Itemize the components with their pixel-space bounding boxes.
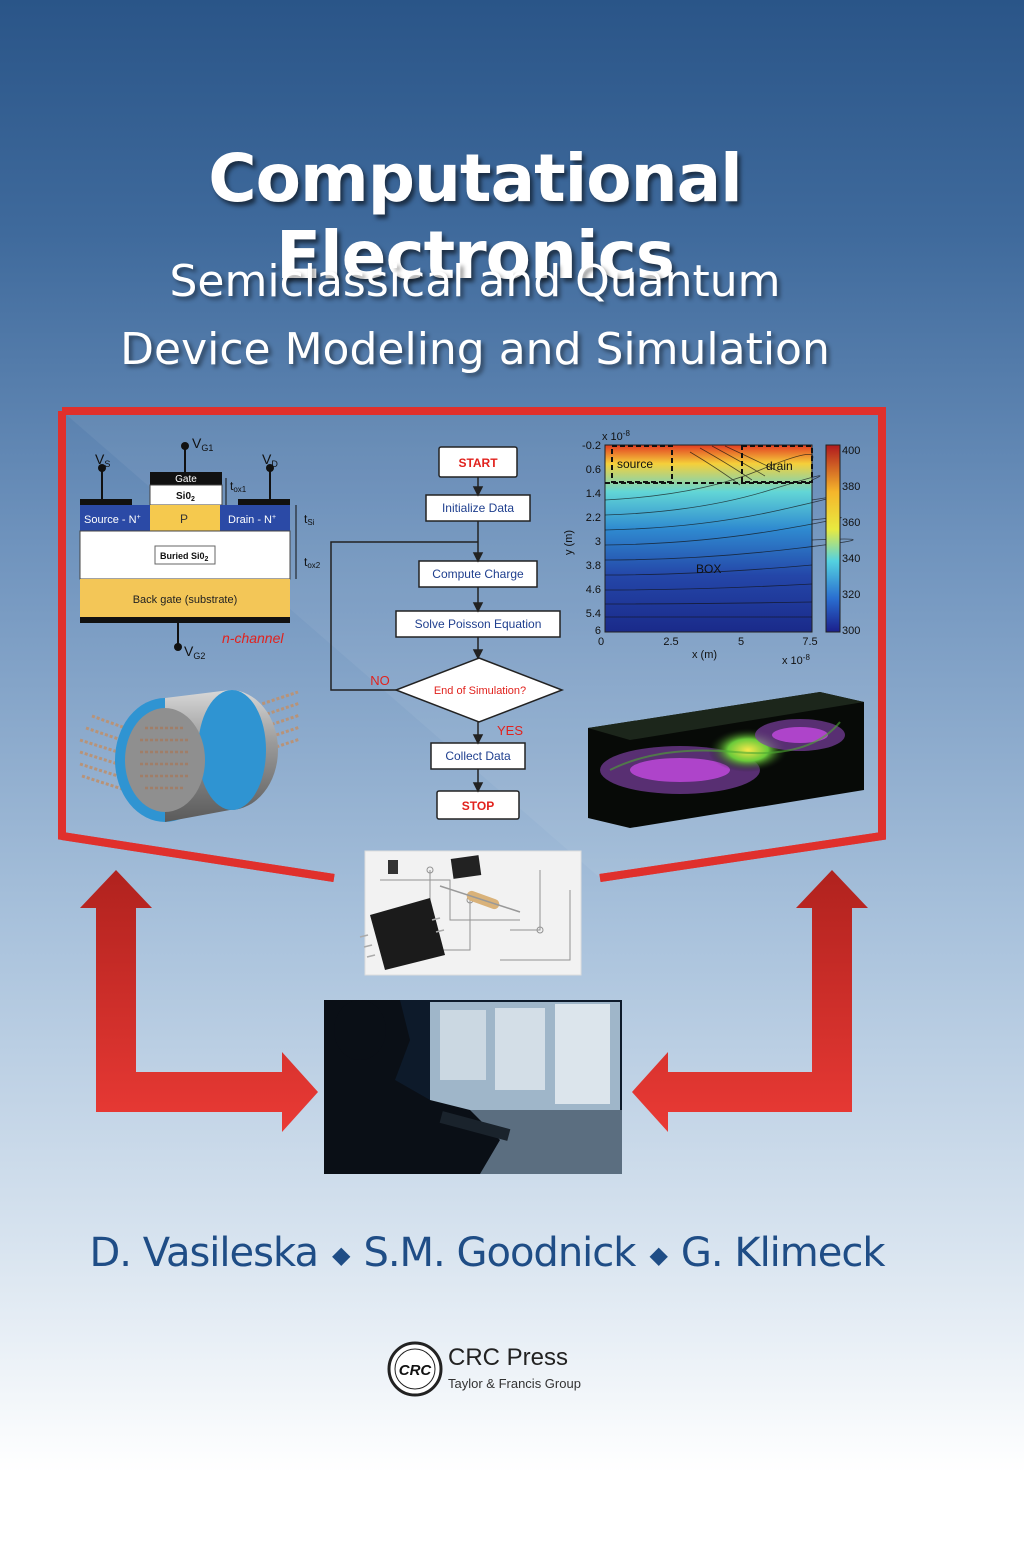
svg-text:Buried Si02: Buried Si02 <box>160 551 209 563</box>
contour-plot <box>604 444 854 633</box>
svg-text:Source - N+: Source - N+ <box>84 514 141 526</box>
author-name: G. Klimeck <box>680 1230 886 1276</box>
tox1-label: t <box>230 479 234 493</box>
colorbar-tick: 300 <box>842 625 860 637</box>
drain-label: Drain - N <box>228 514 272 526</box>
back-gate-label: Back gate (substrate) <box>133 594 238 606</box>
publisher-block: CRC CRC Press Taylor & Francis Group <box>386 1340 581 1403</box>
vd-sub: D <box>271 459 278 469</box>
svg-text:x 10-8: x 10-8 <box>782 653 810 667</box>
crc-logo-icon: CRC <box>387 1341 443 1397</box>
svg-text:tox1: tox1 <box>230 479 247 494</box>
flowchart <box>330 446 565 820</box>
flow-solve-poisson: Solve Poisson Equation <box>415 617 542 631</box>
left-arrow <box>80 870 318 1132</box>
device-cross-section: VS VD VG1 VG2 Gate Si02 tox1 tSi tox2 So… <box>79 435 321 661</box>
y-scale-exp: -8 <box>623 429 631 438</box>
x-tick: 0 <box>598 636 604 648</box>
colorbar-tick: 360 <box>842 517 860 529</box>
colorbar-tick: 380 <box>842 481 860 493</box>
gate-label: Gate <box>175 474 197 485</box>
svg-text:tSi: tSi <box>304 512 315 527</box>
n-channel-label: n-channel <box>222 630 284 646</box>
vg1-sub: G1 <box>201 443 213 453</box>
nanowire-illustration <box>79 690 301 822</box>
sio2-top-sub: 2 <box>191 496 195 503</box>
author-separator: ◆ <box>649 1241 667 1269</box>
publisher-group: Taylor & Francis Group <box>448 1376 581 1391</box>
flow-no-label: NO <box>370 673 390 688</box>
flow-stop: STOP <box>462 799 494 813</box>
plot-source-label: source <box>617 457 653 471</box>
vg1-label: V <box>192 435 202 451</box>
y-axis-label: y (m) <box>563 530 575 555</box>
electronics-photo <box>359 850 582 976</box>
x-axis-label: x (m) <box>692 649 717 661</box>
y-tick: 1.4 <box>586 488 601 500</box>
tox1-sub: ox1 <box>233 485 246 494</box>
buried-oxide-label: Buried Si0 <box>160 551 205 561</box>
svg-text:Si02: Si02 <box>176 491 195 503</box>
x-scale-label: x 10 <box>782 655 803 667</box>
tsi-label: t <box>304 512 308 526</box>
colorbar-tick: 340 <box>842 553 860 565</box>
crc-logo-text: CRC <box>399 1362 433 1379</box>
plot-drain-label: drain <box>766 459 793 473</box>
vg2-label: V <box>184 643 194 659</box>
plot-box-label: BOX <box>696 562 721 576</box>
svg-text:tox2: tox2 <box>304 555 321 570</box>
author-separator: ◆ <box>331 1241 350 1269</box>
tox2-sub: ox2 <box>307 561 320 570</box>
flow-initialize-data: Initialize Data <box>442 501 514 515</box>
vs-label: V <box>95 451 105 467</box>
3d-simulation-render <box>588 692 864 828</box>
contour-plot-labels: x 10-8 x 10-8 y (m) x (m) -0.2 0.6 1.4 2… <box>563 429 860 667</box>
svg-text:VG1: VG1 <box>192 435 213 453</box>
colorbar-tick: 400 <box>842 445 860 457</box>
right-arrow <box>632 870 868 1132</box>
y-tick: 2.2 <box>586 512 601 524</box>
flow-start: START <box>458 456 498 470</box>
x-tick: 7.5 <box>802 636 817 648</box>
source-label: Source - N <box>84 514 137 526</box>
flow-end-decision: End of Simulation? <box>434 685 526 697</box>
book-subtitle-line1: Semiclassical and Quantum <box>169 256 781 307</box>
y-tick: 6 <box>595 625 601 637</box>
authors-line: D. Vasileska ◆ S.M. Goodnick ◆ G. Klimeck <box>0 1230 974 1276</box>
book-subtitle-line2: Device Modeling and Simulation <box>120 324 830 375</box>
p-region-label: P <box>180 512 188 526</box>
flow-yes-label: YES <box>497 723 523 738</box>
vd-label: V <box>262 451 272 467</box>
vg2-sub: G2 <box>193 651 205 661</box>
buried-oxide-sub: 2 <box>205 556 209 563</box>
x-scale-exp: -8 <box>803 653 811 662</box>
publisher-name: CRC Press <box>448 1344 569 1371</box>
x-tick: 5 <box>738 636 744 648</box>
svg-text:VG2: VG2 <box>184 643 205 661</box>
y-scale-label: x 10 <box>602 431 623 443</box>
tox2-label: t <box>304 555 308 569</box>
book-title: Computational Electronics <box>208 140 743 294</box>
svg-text:VD: VD <box>262 451 278 469</box>
tsi-sub: Si <box>307 518 314 527</box>
svg-text:Drain - N+: Drain - N+ <box>228 514 276 526</box>
y-tick: 0.6 <box>586 464 601 476</box>
computer-lab-photo <box>324 1000 622 1174</box>
colorbar-tick: 320 <box>842 589 860 601</box>
y-tick: -0.2 <box>582 440 601 452</box>
author-name: S.M. Goodnick <box>363 1230 636 1276</box>
x-tick: 2.5 <box>663 636 678 648</box>
sio2-top-label: Si0 <box>176 491 191 502</box>
vs-sub: S <box>104 459 110 469</box>
y-tick: 4.6 <box>586 584 601 596</box>
svg-text:x 10-8: x 10-8 <box>602 429 630 443</box>
y-tick: 3 <box>595 536 601 548</box>
y-tick: 3.8 <box>586 560 601 572</box>
flow-compute-charge: Compute Charge <box>432 567 524 581</box>
flow-collect-data: Collect Data <box>445 749 511 763</box>
y-tick: 5.4 <box>586 608 601 620</box>
author-name: D. Vasileska <box>89 1230 318 1276</box>
svg-text:VS: VS <box>95 451 110 469</box>
